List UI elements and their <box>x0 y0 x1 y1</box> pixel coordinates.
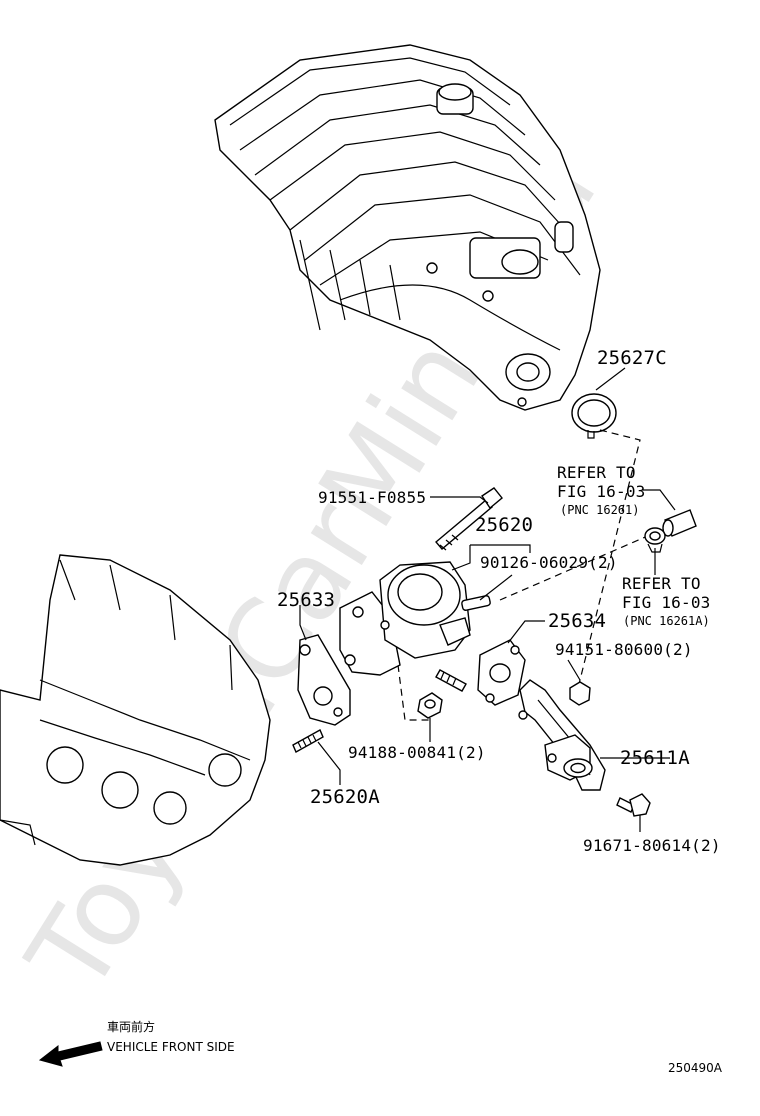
label-94188: 94188-00841(2) <box>348 743 486 762</box>
label-25627c: 25627C <box>597 347 667 369</box>
ref-2-line1: REFER TO <box>622 574 701 593</box>
label-25611a: 25611A <box>620 747 690 769</box>
ref-1-note: (PNC 16261) <box>560 503 639 517</box>
nut-94188-drawing <box>417 692 443 719</box>
hose-clamp-drawing <box>644 527 666 553</box>
pipe-25611a-drawing <box>518 679 606 791</box>
label-90126: 90126-06029(2) <box>480 553 618 572</box>
label-25634: 25634 <box>548 610 606 632</box>
cylinder-head-drawing <box>0 554 271 866</box>
label-91551: 91551-F0855 <box>318 488 426 507</box>
front-label-jp: 車両前方 <box>107 1019 155 1034</box>
front-label-en: VEHICLE FRONT SIDE <box>107 1040 235 1054</box>
stud-25620a-drawing <box>292 729 324 753</box>
label-94151: 94151-80600(2) <box>555 640 693 659</box>
label-25620: 25620 <box>475 514 533 536</box>
intake-manifold-drawing <box>214 44 601 411</box>
hose-end-drawing <box>662 509 697 537</box>
ref-2-line2: FIG 16-03 <box>622 593 711 612</box>
gasket-25634-drawing <box>477 639 526 706</box>
stud-under-valve-drawing <box>435 669 467 692</box>
front-direction-indicator: 車両前方 VEHICLE FRONT SIDE <box>38 1019 235 1067</box>
figure-id: 250490A <box>668 1061 723 1075</box>
gasket-25633-drawing <box>297 634 351 726</box>
bolt-91671-drawing <box>616 793 651 817</box>
ref-1-line1: REFER TO <box>557 463 636 482</box>
label-25620a: 25620A <box>310 786 380 808</box>
nut-94151-drawing <box>569 681 591 706</box>
egr-valve-25620-drawing <box>339 561 491 676</box>
ref-2-note: (PNC 16261A) <box>623 614 710 628</box>
ref-1-line2: FIG 16-03 <box>557 482 646 501</box>
gasket-25627c-drawing <box>571 393 617 439</box>
label-91671: 91671-80614(2) <box>583 836 721 855</box>
front-arrow-icon <box>38 1041 103 1067</box>
label-25633: 25633 <box>277 589 335 611</box>
